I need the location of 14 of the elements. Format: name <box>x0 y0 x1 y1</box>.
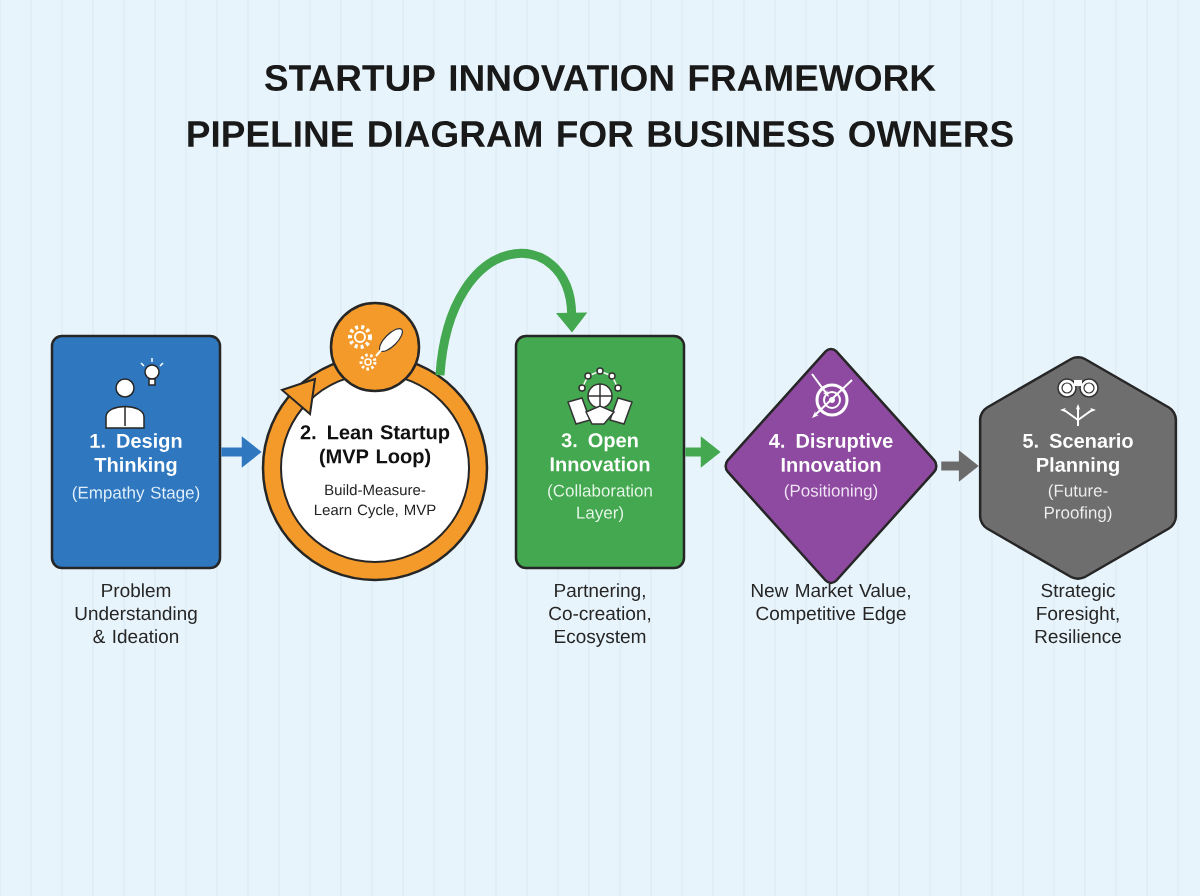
step-caption: Problem Understanding & Ideation <box>75 583 197 644</box>
step-title: 3. Open Innovation <box>550 433 650 472</box>
step-caption: Strategic Foresight, Resilience <box>1035 583 1121 644</box>
step-title: 5. Scenario Planning <box>1023 433 1133 476</box>
step-title: 4. Disruptive Innovation <box>769 433 893 472</box>
step-title: 1. Design Thinking <box>90 433 182 476</box>
step-subtitle: (Future-Proofing) <box>1044 484 1112 523</box>
title: STARTUP INNOVATION FRAMEWORK PIPELINE DIAGRAM FOR BUSINESS OWNERS <box>188 64 1013 148</box>
step-caption: New Market Value, Competitive Edge <box>751 583 910 624</box>
step-subtitle: (Collaboration Layer) <box>548 484 652 523</box>
step-subtitle: (Positioning) <box>784 484 878 501</box>
step-caption: Partnering, Co-creation, Ecosystem <box>549 583 651 647</box>
arrow <box>435 249 588 376</box>
step-subtitle: (Empathy Stage) <box>72 486 200 503</box>
